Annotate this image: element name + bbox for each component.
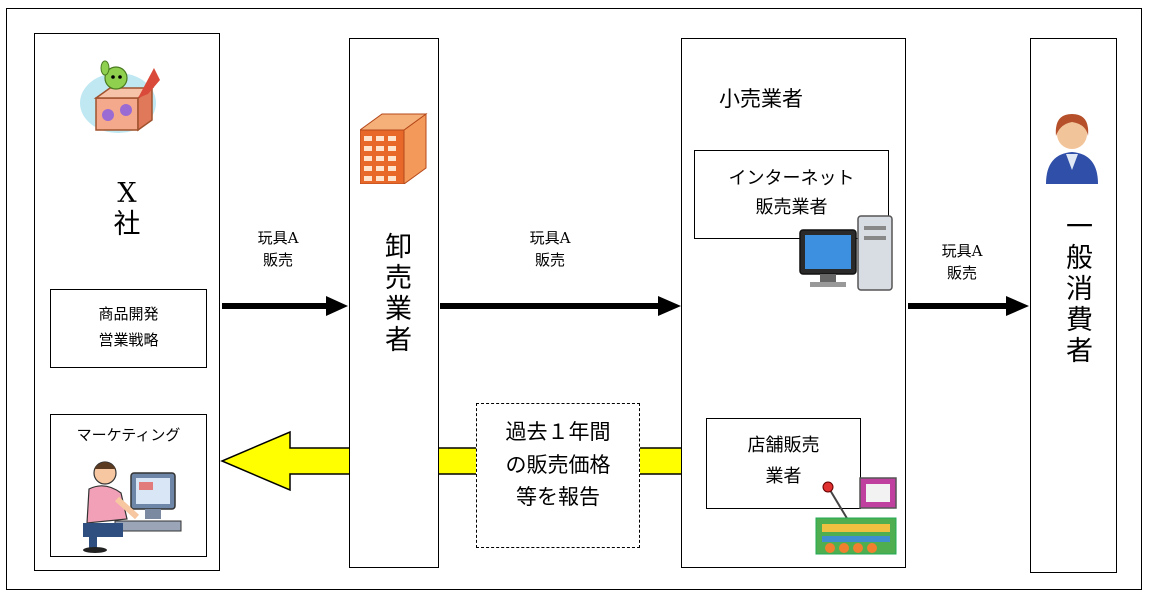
office-building-icon [360, 113, 428, 184]
company-name-line1: X [117, 178, 137, 209]
report-line1: 過去１年間 [505, 420, 611, 444]
wholesaler-label: 卸売業者 [380, 232, 411, 356]
flow-label-w-line2: 販売 [534, 250, 565, 269]
flow-label-r-line1: 玩具A [941, 242, 983, 260]
report-box: 過去１年間 の販売価格 等を報告 [476, 403, 640, 548]
flow-label-x-line2: 販売 [262, 250, 293, 269]
company-name: X 社 [34, 178, 220, 240]
marketing-box: マーケティング [50, 414, 207, 557]
flow-label-x-line1: 玩具A [257, 229, 299, 247]
person-avatar-icon [1046, 114, 1098, 184]
flow-arrow-retailer-to-consumer [908, 296, 1029, 316]
product-dev-line1: 商品開発 [98, 305, 159, 323]
flow-label-wholesaler-to-retailer: 玩具A 販売 [510, 228, 590, 272]
company-name-line2: 社 [113, 209, 141, 241]
report-line2: の販売価格 [505, 452, 611, 477]
office-worker-icon [83, 461, 182, 553]
flow-label-r-line2: 販売 [946, 263, 977, 282]
store-seller-line1: 店舗販売 [747, 435, 820, 456]
store-seller-line2: 業者 [765, 465, 802, 487]
diagram-frame [6, 8, 1142, 590]
marketing-label: マーケティング [76, 426, 181, 444]
product-dev-line2: 営業戦略 [98, 330, 159, 349]
flow-label-retailer-to-consumer: 玩具A 販売 [922, 241, 1002, 285]
store-seller-box: 店舗販売 業者 [706, 418, 861, 509]
product-dev-box: 商品開発 営業戦略 [50, 289, 207, 368]
toy-box-icon [80, 60, 160, 133]
flow-label-x-to-wholesaler: 玩具A 販売 [238, 228, 318, 272]
consumer-label: 一般消費者 [1061, 212, 1092, 367]
retailer-title: 小売業者 [719, 87, 803, 111]
shop-counter-icon [815, 477, 897, 555]
internet-seller-line2: 販売業者 [755, 196, 828, 218]
flow-arrow-wholesaler-to-retailer [440, 296, 681, 316]
report-line3: 等を報告 [516, 485, 600, 510]
internet-seller-box: インターネット 販売業者 [694, 150, 889, 239]
flow-label-w-line1: 玩具A [529, 229, 571, 247]
flow-arrow-x-to-wholesaler [222, 296, 348, 316]
desktop-computer-icon [799, 215, 893, 291]
internet-seller-line1: インターネット [728, 168, 855, 189]
